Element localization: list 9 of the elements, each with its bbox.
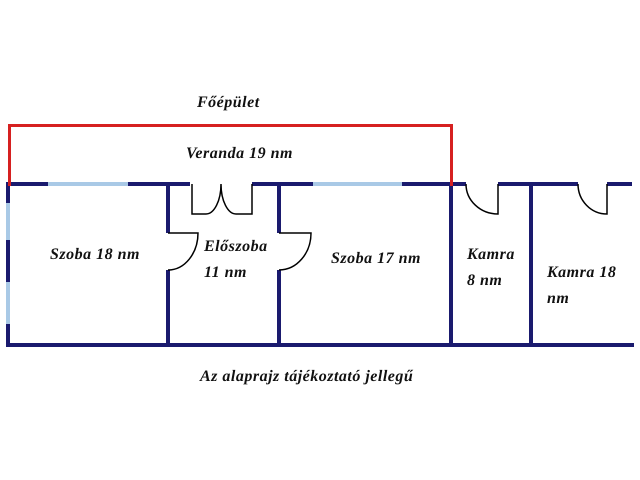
room-label: Kamra 8 nm (467, 245, 516, 291)
room-label: Előszoba 11 nm (204, 237, 269, 283)
plan-caption: Az alaprajz tájékoztató jellegű (200, 367, 414, 387)
room-label: Veranda 19 nm (186, 144, 293, 164)
room-label: Szoba 18 nm (50, 245, 141, 265)
plan-title: Főépület (197, 93, 260, 113)
veranda-outline (8, 124, 453, 186)
room-label: Szoba 17 nm (331, 249, 422, 269)
room-label: Kamra 18 nm (547, 263, 618, 309)
